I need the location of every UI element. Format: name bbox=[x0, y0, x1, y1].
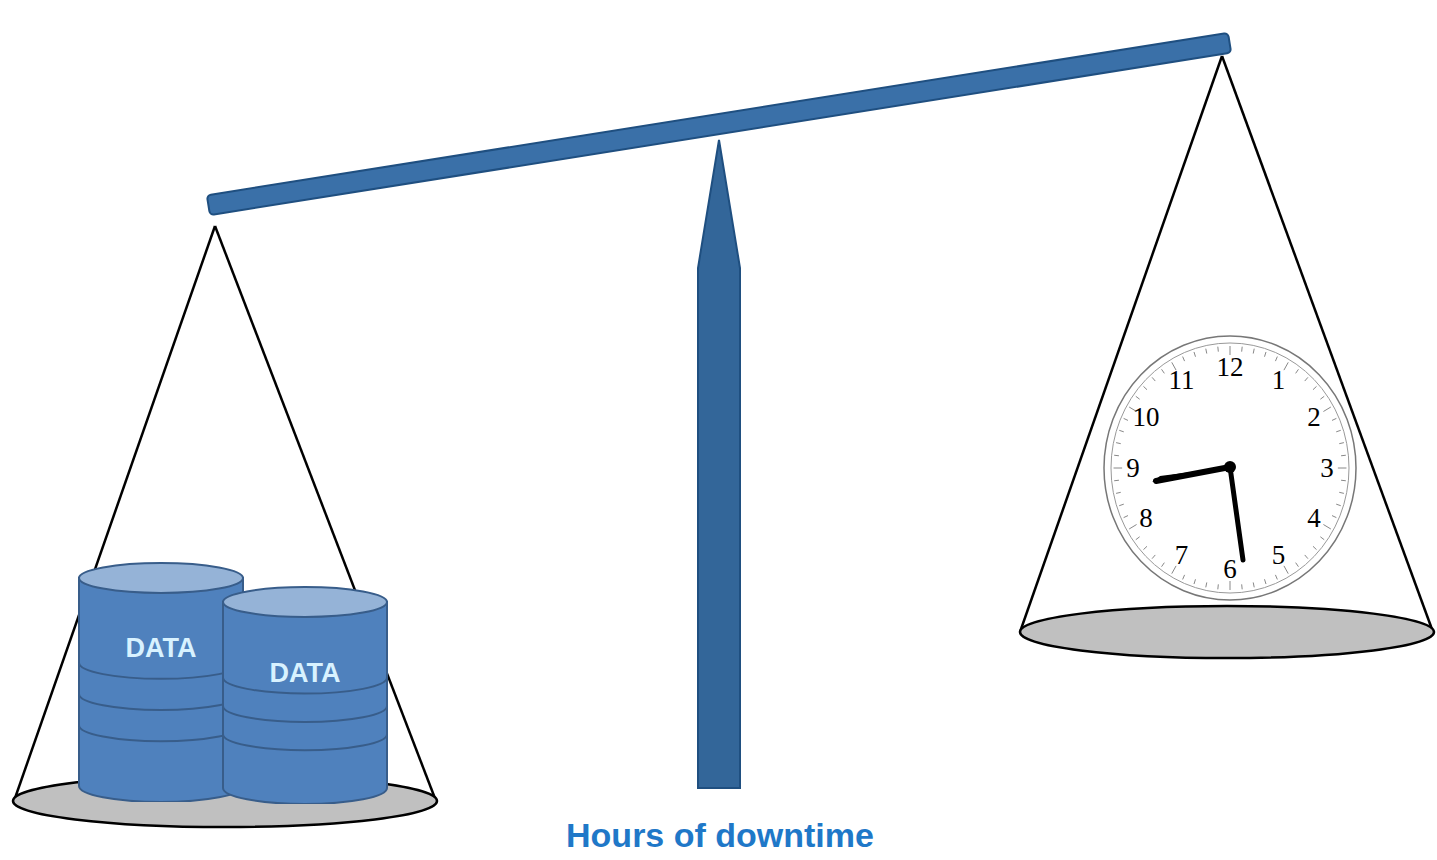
clock-numeral: 7 bbox=[1175, 542, 1189, 569]
clock-pivot bbox=[1224, 461, 1236, 473]
clock-numeral: 3 bbox=[1320, 455, 1334, 482]
clock-tick bbox=[1152, 377, 1155, 381]
clock-tick bbox=[1162, 369, 1165, 373]
clock-tick bbox=[1265, 579, 1266, 584]
clock-tick bbox=[1332, 418, 1336, 420]
clock-tick bbox=[1124, 516, 1128, 518]
clock-tick bbox=[1253, 582, 1255, 587]
caption-text: Hours of downtime bbox=[566, 817, 874, 854]
clock-tick bbox=[1323, 525, 1330, 530]
clock-tick bbox=[1313, 386, 1317, 389]
clock-tick bbox=[1119, 504, 1124, 506]
clock-tick bbox=[1143, 546, 1147, 549]
clock-tick bbox=[1305, 377, 1308, 381]
scale-post bbox=[698, 140, 740, 788]
data-cylinder: DATA bbox=[222, 586, 388, 804]
clock-tick bbox=[1275, 575, 1277, 580]
clock-tick bbox=[1205, 349, 1207, 354]
clock-tick bbox=[1338, 468, 1347, 469]
clock-tick bbox=[1129, 525, 1136, 530]
clock-tick bbox=[1124, 418, 1128, 420]
cylinder-shape bbox=[222, 586, 388, 804]
clock-tick bbox=[1241, 347, 1242, 352]
clock-numeral: 10 bbox=[1132, 404, 1159, 431]
cylinder-label: DATA bbox=[270, 658, 341, 689]
minute-hand bbox=[1230, 467, 1243, 560]
data-cylinder: DATA bbox=[78, 562, 244, 802]
clock-tick bbox=[1320, 396, 1324, 399]
clock-tick bbox=[1339, 492, 1344, 493]
scale-beam bbox=[207, 33, 1231, 215]
clock-tick bbox=[1205, 582, 1207, 587]
clock-tick bbox=[1241, 584, 1242, 589]
clock-tick bbox=[1320, 537, 1324, 540]
clock-tick bbox=[1332, 516, 1336, 518]
clock-tick bbox=[1253, 349, 1255, 354]
clock-tick bbox=[1183, 357, 1185, 362]
clock-tick bbox=[1116, 492, 1121, 493]
clock-tick bbox=[1336, 504, 1341, 506]
clock-tick bbox=[1183, 575, 1185, 580]
clock-tick bbox=[1341, 480, 1346, 482]
clock-tick bbox=[1265, 352, 1266, 357]
clock-tick bbox=[1119, 430, 1124, 432]
cylinder-shape bbox=[78, 562, 244, 802]
clock-tick bbox=[1341, 455, 1346, 457]
clock-tick bbox=[1339, 443, 1344, 444]
clock-numeral: 6 bbox=[1223, 556, 1237, 583]
clock-tick bbox=[1217, 584, 1218, 589]
clock-tick bbox=[1143, 386, 1147, 389]
clock-numeral: 9 bbox=[1126, 455, 1140, 482]
clock-tick bbox=[1136, 537, 1140, 540]
clock-tick bbox=[1275, 357, 1277, 362]
clock-tick bbox=[1136, 396, 1140, 399]
clock-tick bbox=[1194, 352, 1195, 357]
clock-tick bbox=[1336, 430, 1341, 432]
clock-numeral: 4 bbox=[1307, 505, 1321, 532]
clock-tick bbox=[1116, 443, 1121, 444]
clock-tick bbox=[1296, 563, 1299, 567]
clock-numeral: 8 bbox=[1139, 505, 1153, 532]
scale-pan bbox=[1020, 606, 1434, 658]
clock-tick bbox=[1152, 555, 1155, 559]
clock-numeral: 11 bbox=[1169, 367, 1195, 394]
clock-tick bbox=[1305, 555, 1308, 559]
clock-tick bbox=[1162, 563, 1165, 567]
clock-numeral: 12 bbox=[1217, 354, 1244, 381]
clock-numeral: 2 bbox=[1307, 404, 1321, 431]
cylinder-label: DATA bbox=[126, 633, 197, 664]
clock-numeral: 1 bbox=[1272, 367, 1286, 394]
clock-tick bbox=[1313, 546, 1317, 549]
clock-tick bbox=[1114, 455, 1119, 457]
clock-tick bbox=[1217, 347, 1218, 352]
clock-numeral: 5 bbox=[1272, 542, 1286, 569]
clock-tick bbox=[1323, 407, 1330, 412]
clock bbox=[1104, 336, 1356, 600]
clock-tick bbox=[1114, 468, 1123, 469]
clock-tick bbox=[1194, 579, 1195, 584]
clock-tick bbox=[1296, 369, 1299, 373]
clock-tick bbox=[1114, 480, 1119, 482]
